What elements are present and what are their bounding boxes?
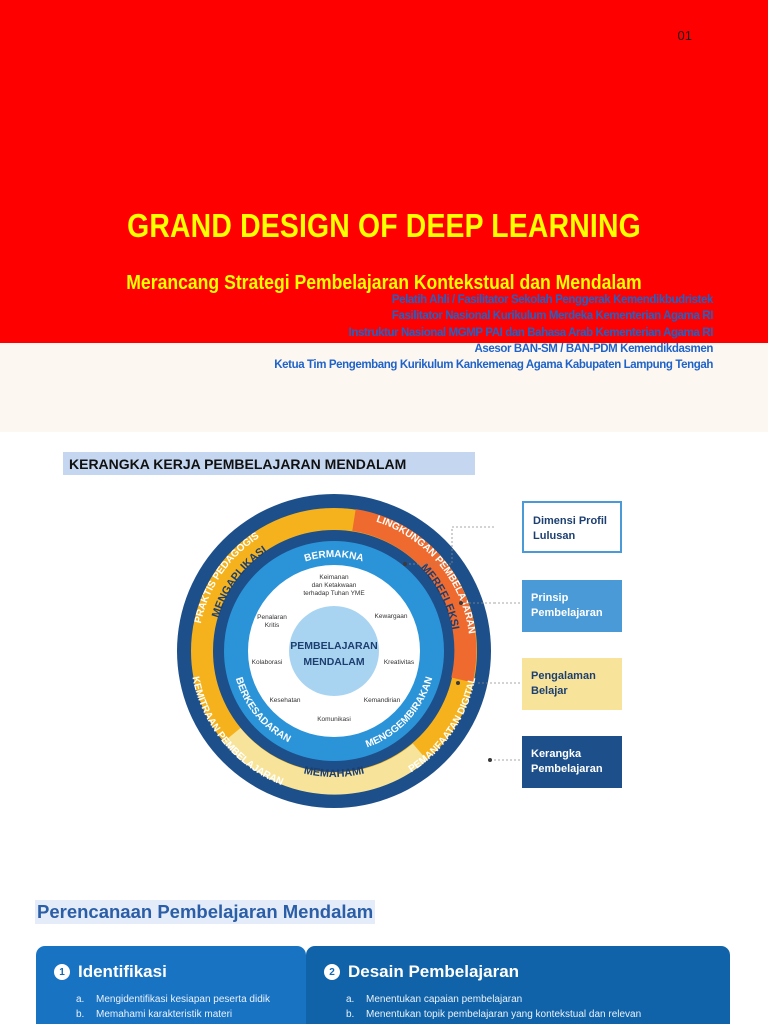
author-line: Ketua Tim Pengembang Kurikulum Kankemena… <box>274 359 713 372</box>
list-item: b. Menentukan topik pembelajaran yang kon… <box>346 1007 641 1022</box>
card-title: Desain Pembelajaran <box>348 962 520 981</box>
connector-dot <box>488 758 492 762</box>
connector-dot <box>403 562 407 566</box>
center-label: PEMBELAJARAN <box>290 640 378 652</box>
list-item: a. Menentukan capaian pembelajaran <box>346 992 641 1007</box>
arrow-label: MEMAHAMI <box>303 764 365 780</box>
dimension-label: Kolaborasi <box>252 659 283 666</box>
legend-learning-framework: Kerangka Pembelajaran <box>522 736 622 788</box>
list-marker: b. <box>346 1009 355 1020</box>
page-number: 01 <box>677 28 692 43</box>
author-credentials: Pelatih Ahli / Fasilitator Sekolah Pengg… <box>274 292 713 373</box>
legend-label: Dimensi Profil <box>533 515 607 527</box>
deep-learning-framework-wheel: PRAKTIS PEDAGOGIS LINGKUNGAN PEMBELAJARA… <box>177 494 494 808</box>
center-circle <box>289 606 379 696</box>
dimension-label: Kesehatan <box>269 697 300 704</box>
step-number-badge: 1 <box>54 964 70 980</box>
cover-footer-band <box>0 343 768 432</box>
dimension-label: Kewargaan <box>375 613 408 620</box>
legend-learning-principles: Prinsip Pembelajaran <box>522 580 622 632</box>
list-text: Mengidentifikasi kesiapan peserta didik <box>96 994 270 1005</box>
list-marker: a. <box>346 994 355 1005</box>
planning-card-learning-design: 2 Desain Pembelajaran a. Menentukan capai… <box>306 946 730 1024</box>
dimension-label: Penalaran <box>257 614 287 621</box>
list-text: Menentukan topik pembelajaran yang konte… <box>366 1009 642 1020</box>
legend-label: Lulusan <box>533 530 576 542</box>
dimension-label: terhadap Tuhan YME <box>303 590 365 597</box>
framework-heading: KERANGKA KERJA PEMBELAJARAN MENDALAM <box>63 452 475 475</box>
legend-label: Kerangka <box>531 748 582 760</box>
legend-label: Pembelajaran <box>531 607 603 619</box>
author-line: Fasilitator Nasional Kurikulum Merdeka K… <box>391 310 713 323</box>
card-header: 2 Desain Pembelajaran <box>324 962 519 982</box>
list-text: Memahami karakteristik materi <box>96 1009 233 1020</box>
connector-dot <box>456 681 460 685</box>
legend-label: Belajar <box>531 685 568 697</box>
legend-learning-experience: Pengalaman Belajar <box>522 658 622 710</box>
legend-label: Pengalaman <box>531 670 596 682</box>
list-item: b. Memahami karakteristik materi <box>76 1007 270 1022</box>
dimension-label: dan Ketakwaan <box>312 582 357 589</box>
author-line: Instruktur Nasional MGMP PAI dan Bahasa … <box>348 326 714 339</box>
list-marker: a. <box>76 994 85 1005</box>
center-label: MENDALAM <box>303 656 364 668</box>
arrow-segment-reflect <box>352 509 477 683</box>
dimension-label: Kreativitas <box>384 659 415 666</box>
card-title: Identifikasi <box>78 962 167 981</box>
card-item-list: a. Mengidentifikasi kesiapan peserta didi… <box>76 992 270 1022</box>
planning-section-title: Perencanaan Pembelajaran Mendalam <box>35 900 376 924</box>
slide-subtitle: Merancang Strategi Pembelajaran Kontekst… <box>126 272 642 294</box>
list-item: a. Mengidentifikasi kesiapan peserta didi… <box>76 992 270 1007</box>
list-text: Menentukan capaian pembelajaran <box>366 994 523 1005</box>
dimension-label: Keimanan <box>319 574 349 581</box>
author-line: Pelatih Ahli / Fasilitator Sekolah Pengg… <box>391 294 714 306</box>
connector-dot <box>459 601 463 605</box>
author-line: Asesor BAN-SM / BAN-PDM Kemendikdasmen <box>474 342 714 355</box>
dimension-label: Kemandirian <box>364 697 401 704</box>
legend-connectors <box>494 602 522 761</box>
step-number-badge: 2 <box>324 964 340 980</box>
card-item-list: a. Menentukan capaian pembelajaran b. Mene… <box>346 992 641 1022</box>
planning-card-identification: 1 Identifikasi a. Mengidentifikasi kesiap… <box>36 946 306 1024</box>
legend-label: Prinsip <box>531 592 569 604</box>
card-header: 1 Identifikasi <box>54 962 167 982</box>
legend-label: Pembelajaran <box>531 763 603 775</box>
legend-graduate-profile: Dimensi Profil Lulusan <box>522 501 622 553</box>
cover-background <box>0 0 768 343</box>
slide-title: GRAND DESIGN OF DEEP LEARNING <box>127 207 641 244</box>
list-marker: b. <box>76 1009 85 1020</box>
dimension-label: Komunikasi <box>317 716 351 723</box>
arrow-segment-understand <box>223 727 428 795</box>
dimension-label: Kritis <box>265 622 280 629</box>
